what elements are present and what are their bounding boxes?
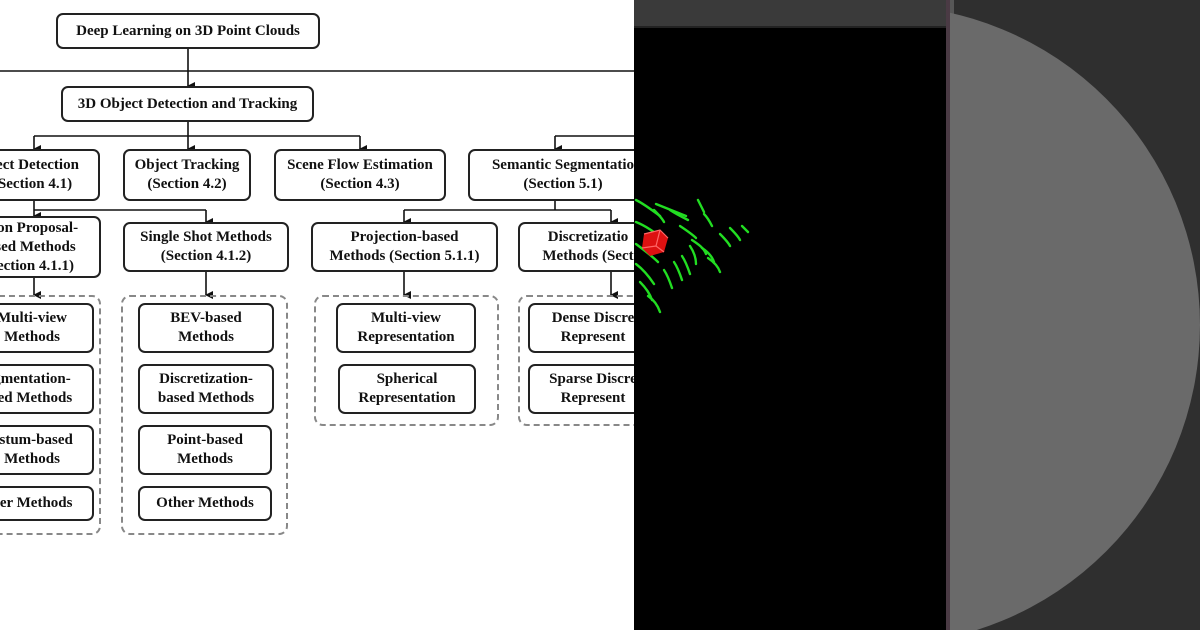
node-label-line: (Section 5.1) bbox=[523, 176, 603, 192]
point-cloud-scanline bbox=[680, 254, 692, 276]
node-rp-segmentation-methods: gmentation-sed Methods bbox=[0, 364, 94, 414]
node-label-line: Representation bbox=[358, 390, 456, 406]
gray-disc-canvas bbox=[950, 0, 1200, 630]
node-label-line: Section 4.1) bbox=[0, 176, 73, 192]
node-label-line: Methods bbox=[178, 329, 234, 345]
node-label-line: Dense Discre bbox=[551, 310, 634, 326]
point-cloud-scanline bbox=[740, 224, 750, 234]
projection-based-methods-group bbox=[314, 295, 499, 426]
node-ss-other-methods: Other Methods bbox=[138, 486, 272, 521]
node-deep-learning-3d-point-clouds: Deep Learning on 3D Point Clouds bbox=[56, 13, 320, 49]
node-label-line: Methods bbox=[177, 451, 233, 467]
point-cloud-scanline bbox=[688, 244, 698, 266]
node-label-line: Discretization- bbox=[159, 371, 253, 387]
point-cloud-scanline bbox=[690, 238, 708, 256]
point-cloud-scanline bbox=[696, 198, 706, 214]
point-cloud-scanline bbox=[672, 260, 684, 282]
point-cloud-scanline bbox=[706, 256, 722, 274]
node-label-line: ection 4.1.1) bbox=[0, 257, 75, 274]
point-cloud-scanline bbox=[718, 232, 732, 248]
node-label-line: sed Methods bbox=[0, 390, 73, 406]
node-label-line: Semantic Segmentatio bbox=[491, 157, 634, 173]
point-cloud-canvas bbox=[634, 198, 750, 314]
node-label-line: her Methods bbox=[0, 495, 73, 511]
gray-disc bbox=[950, 12, 1200, 630]
node-label-line: Object Tracking bbox=[134, 157, 240, 173]
node-label-line: ustum-based bbox=[0, 432, 73, 448]
node-label-line: Multi-view bbox=[0, 310, 67, 326]
point-cloud-scanline bbox=[652, 208, 666, 224]
diagram-connectors bbox=[0, 48, 634, 299]
node-label-line: ion Proposal- bbox=[0, 219, 79, 236]
node-object-tracking: Object Tracking (Section 4.2) bbox=[123, 149, 251, 201]
detected-object-edges bbox=[641, 229, 669, 253]
point-cloud-scanline bbox=[662, 268, 674, 290]
node-label-line: Methods (Sect bbox=[542, 248, 634, 264]
node-label-line: Spherical bbox=[376, 371, 438, 387]
node-label-line: Methods (Section 5.1.1) bbox=[329, 248, 480, 264]
point-cloud-scanline bbox=[702, 212, 714, 228]
node-label-line: (Section 4.1.2) bbox=[160, 248, 252, 264]
node-label-line: Scene Flow Estimation bbox=[287, 157, 433, 173]
node-label-line: Other Methods bbox=[156, 495, 254, 511]
node-label-line: based Methods bbox=[157, 390, 255, 406]
point-cloud-viewer bbox=[634, 0, 950, 630]
node-label-line: (Section 4.2) bbox=[147, 176, 227, 192]
node-discretization-based-methods: Discretization-based Methods bbox=[138, 364, 274, 414]
taxonomy-diagram: Deep Learning on 3D Point Clouds 3D Obje… bbox=[0, 13, 634, 535]
node-label-line: Multi-view bbox=[371, 310, 441, 326]
node-3d-object-detection-tracking: 3D Object Detection and Tracking bbox=[61, 86, 314, 122]
node-label-line: BEV-based bbox=[170, 310, 242, 326]
region-proposal-methods-group bbox=[0, 295, 101, 535]
node-single-shot-methods: Single Shot Methods (Section 4.1.2) bbox=[123, 222, 289, 272]
node-label-line: Single Shot Methods bbox=[140, 229, 272, 245]
node-label-line: 3D Object Detection and Tracking bbox=[77, 95, 298, 112]
point-cloud-scanline bbox=[678, 224, 698, 240]
discretization-methods-group bbox=[518, 295, 634, 426]
node-region-proposal-methods: ion Proposal-sed Methods ection 4.1.1) bbox=[0, 216, 101, 278]
single-shot-methods-group bbox=[121, 295, 288, 535]
viewer-toolbar bbox=[634, 0, 946, 28]
node-label-line: Projection-based bbox=[350, 229, 459, 245]
viewer-border bbox=[946, 0, 950, 630]
node-label-line: Discretizatio bbox=[547, 229, 629, 245]
node-semantic-segmentation: Semantic Segmentatio (Section 5.1) bbox=[468, 149, 634, 201]
node-label-line: Methods bbox=[4, 451, 60, 467]
node-label-line: Methods bbox=[4, 329, 60, 345]
node-rp-other-methods: her Methods bbox=[0, 486, 94, 521]
node-label-line: (Section 4.3) bbox=[320, 176, 400, 192]
node-label-line: Sparse Discre bbox=[549, 371, 634, 387]
node-label-line: ject Detection bbox=[0, 157, 79, 173]
node-label-line: Point-based bbox=[167, 432, 243, 448]
point-cloud-scanline bbox=[700, 246, 716, 264]
node-label-line: Representation bbox=[357, 329, 455, 345]
node-label-line: sed Methods bbox=[0, 238, 76, 255]
node-label-line: Represent bbox=[560, 390, 626, 406]
node-label-line: Deep Learning on 3D Point Clouds bbox=[76, 22, 300, 39]
node-label-line: gmentation- bbox=[0, 371, 71, 387]
node-label-line: Represent bbox=[560, 329, 626, 345]
point-cloud-scanline bbox=[668, 208, 690, 222]
point-cloud-scanline bbox=[728, 226, 742, 242]
node-scene-flow-estimation: Scene Flow Estimation (Section 4.3) bbox=[274, 149, 446, 201]
point-cloud-scanline bbox=[646, 294, 662, 314]
gray-disc-image bbox=[950, 0, 1200, 630]
point-cloud-scanline bbox=[634, 262, 656, 286]
